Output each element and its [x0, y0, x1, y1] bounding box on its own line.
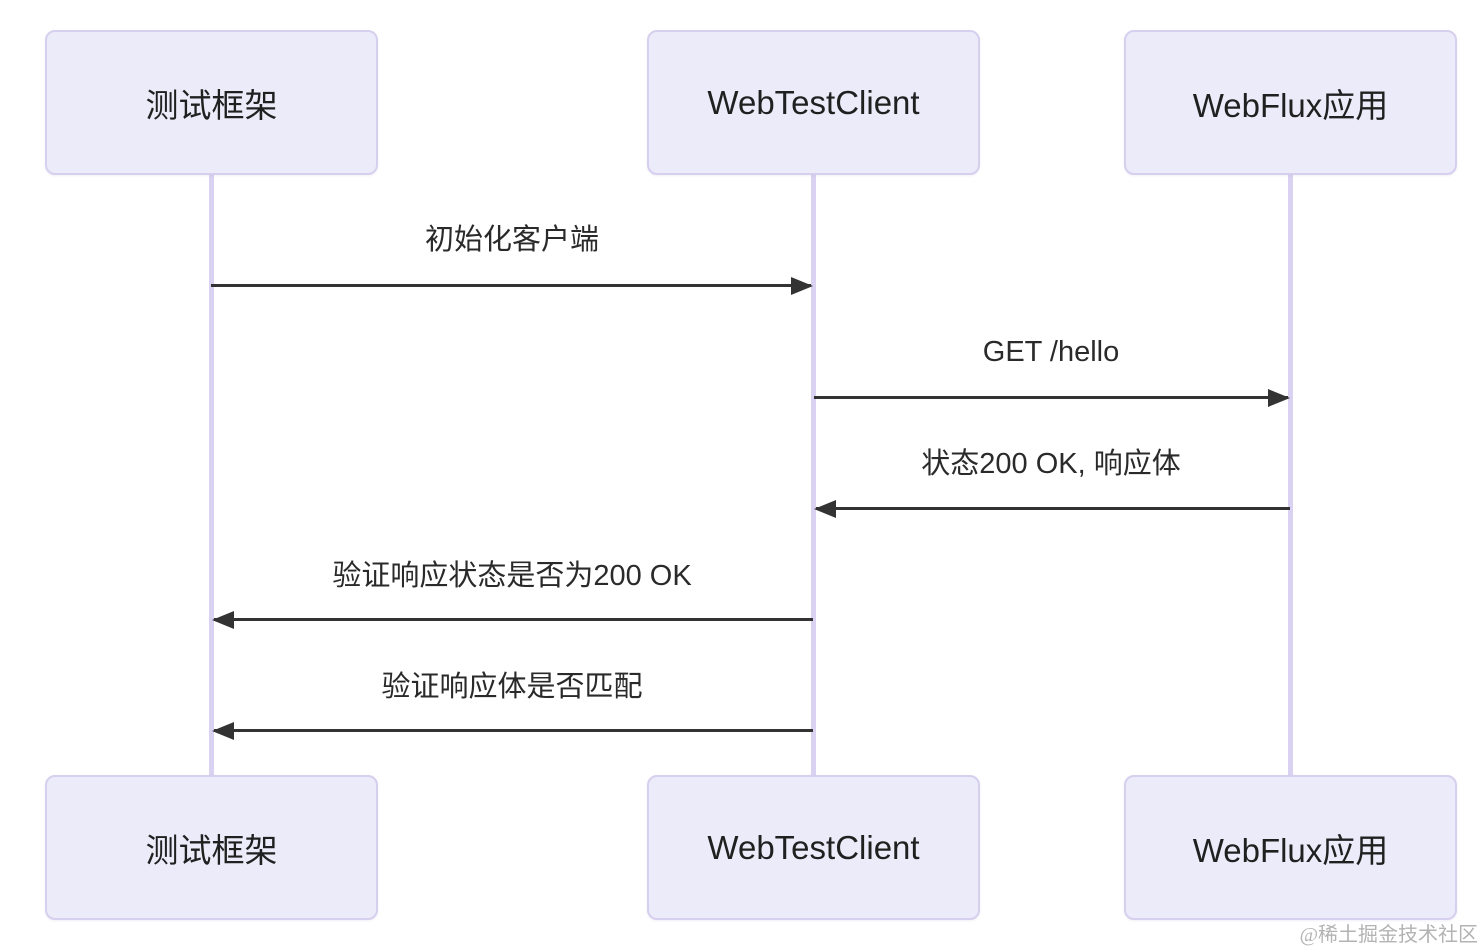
message-label-verify-body: 验证响应体是否匹配: [381, 671, 643, 703]
message-label-verify-status: 验证响应状态是否为200 OK: [332, 560, 692, 592]
arrowhead-left-icon: [814, 499, 836, 518]
participant-box-webtestclient-bottom: WebTestClient: [647, 775, 980, 920]
participant-box-test-framework-bottom: 测试框架: [45, 775, 378, 920]
message-line-verify-body: [212, 721, 813, 740]
arrowhead-left-icon: [212, 721, 234, 740]
message-label-init-client: 初始化客户端: [424, 224, 600, 256]
arrowhead-right-icon: [1268, 388, 1290, 407]
participant-box-webflux-app-bottom: WebFlux应用: [1124, 775, 1457, 920]
lifeline-webflux-app: [1288, 175, 1293, 775]
message-label-get-hello: GET /hello: [982, 336, 1120, 368]
watermark-juejin-community: @稀土掘金技术社区: [1299, 924, 1478, 946]
arrowhead-right-icon: [791, 276, 813, 295]
participant-box-webflux-app-top: WebFlux应用: [1124, 30, 1457, 175]
message-line-get-hello: [814, 388, 1290, 407]
participant-box-test-framework-top: 测试框架: [45, 30, 378, 175]
message-line-init-client: [211, 276, 813, 295]
message-line-status-response: [814, 499, 1290, 518]
lifeline-test-framework: [209, 175, 214, 775]
lifeline-webtestclient: [811, 175, 816, 775]
arrowhead-left-icon: [212, 610, 234, 629]
message-line-verify-status: [212, 610, 813, 629]
participant-box-webtestclient-top: WebTestClient: [647, 30, 980, 175]
message-label-status-response: 状态200 OK, 响应体: [921, 448, 1181, 480]
